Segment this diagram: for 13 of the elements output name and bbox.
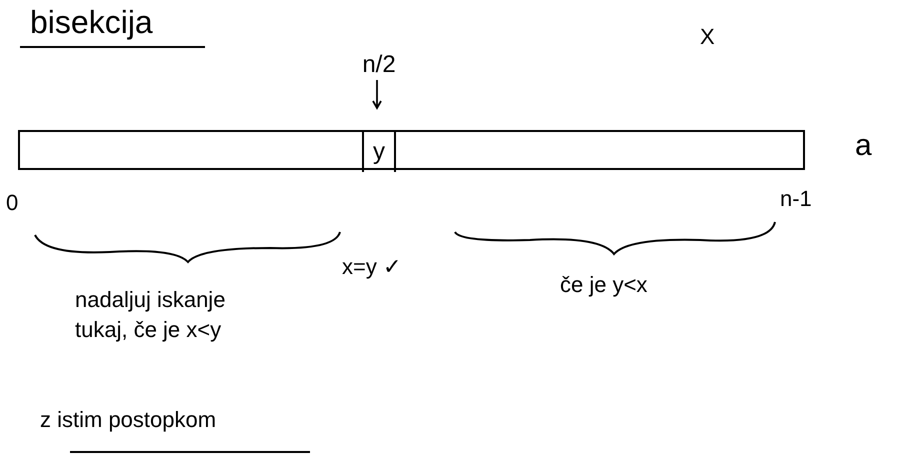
note-text: n-1 (780, 185, 813, 213)
index-label: n/2 (352, 50, 406, 80)
array-bar (18, 130, 805, 170)
array-cell: y (362, 132, 396, 172)
note-text: z istim postopkom (40, 406, 218, 434)
title: bisekcija (30, 3, 153, 42)
note-text: x=y ✓ (342, 253, 402, 281)
note-text: 0 (6, 189, 20, 217)
note-text: če je y<x (560, 271, 648, 299)
arrow (372, 80, 382, 109)
note-text: nadaljuj iskanje tukaj, če je x<y (75, 286, 226, 344)
note-text: X (700, 23, 716, 51)
array-name: a (855, 128, 872, 164)
